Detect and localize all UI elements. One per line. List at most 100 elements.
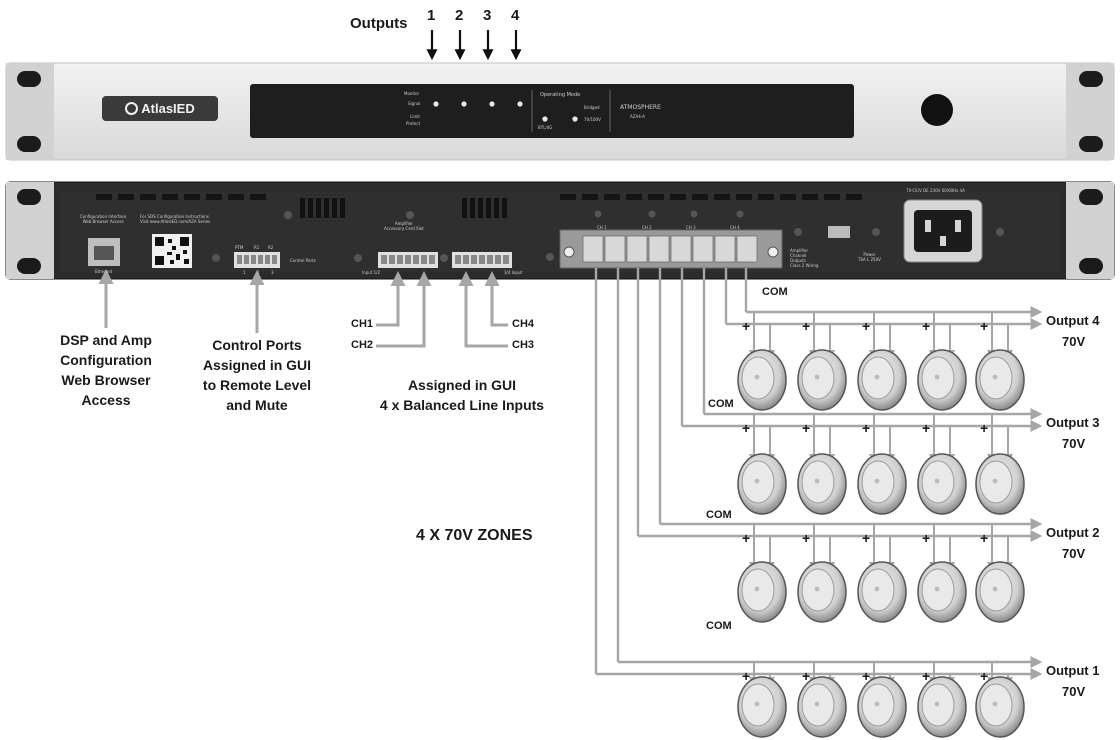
speaker-center	[934, 701, 940, 707]
speaker-plus-label: +	[862, 318, 871, 334]
ceiling-speaker	[917, 453, 967, 515]
speaker-center	[992, 478, 998, 484]
rear-pin-2: 2	[257, 270, 260, 275]
front-output-arrows	[426, 30, 522, 61]
ceiling-speaker	[917, 676, 967, 738]
ceiling-speaker	[797, 561, 847, 623]
speaker-center	[814, 478, 820, 484]
rear-control-ports-label: Control Ports	[290, 258, 316, 263]
front-output-number-2: 2	[455, 7, 464, 24]
zones-label: 4 X 70V ZONES	[416, 527, 533, 544]
speaker-plus-label: +	[742, 420, 751, 436]
zone-4-com-label: COM	[762, 286, 788, 298]
speaker-plus-label: +	[802, 668, 811, 684]
ceiling-speaker	[797, 676, 847, 738]
rear-input-left-label: Input 1/2	[362, 270, 381, 275]
speaker-plus-label: +	[980, 420, 989, 436]
speaker-center	[874, 701, 880, 707]
ch2-label: CH2	[351, 339, 374, 351]
rear-power-label: Power T6A L 250V	[858, 252, 881, 262]
speaker-center	[754, 586, 760, 592]
speaker-plus-label: +	[922, 530, 931, 546]
speaker-center	[934, 478, 940, 484]
rear-config-port-label: Configuration Interface Web Browser Acce…	[80, 214, 127, 224]
outputs-label: Outputs	[350, 15, 408, 32]
front-limit-label: Limit	[410, 114, 420, 119]
ceiling-speaker	[737, 453, 787, 515]
rear-qr-label: For SDS Configuration Instructions Visit…	[140, 214, 211, 224]
zone-3-com-label: COM	[708, 398, 734, 410]
speaker-plus-label: +	[742, 668, 751, 684]
rear-input-right-label: 3/4 Input	[504, 270, 523, 275]
rear-pin-r2: R2	[268, 245, 274, 250]
front-mode-b-label: Bridged	[584, 105, 600, 110]
ceiling-speaker	[857, 453, 907, 515]
front-panel	[5, 62, 1115, 161]
front-mode-c-label: 70/100V	[584, 117, 601, 122]
speaker-plus-label: +	[922, 318, 931, 334]
speaker-center	[814, 374, 820, 380]
front-mode-a-label: BTL/4G	[538, 125, 553, 130]
ceiling-speaker	[737, 676, 787, 738]
speaker-center	[934, 586, 940, 592]
speaker-center	[874, 374, 880, 380]
control-ports-annotation: Control Ports Assigned in GUI to Remote …	[202, 337, 312, 413]
ceiling-speaker	[917, 561, 967, 623]
rear-ethernet-label: Ethernet	[95, 269, 113, 274]
speaker-plus-label: +	[922, 668, 931, 684]
speaker-plus-label: +	[742, 530, 751, 546]
speaker-center	[934, 374, 940, 380]
ceiling-speaker	[857, 349, 907, 411]
rear-pin-ptm: PTM	[235, 245, 244, 250]
rear-ch1-label: CH 1	[597, 225, 607, 230]
ceiling-speaker	[975, 676, 1025, 738]
speaker-center	[992, 701, 998, 707]
brand-name: AtlasIED	[141, 101, 195, 116]
ch4-label: CH4	[512, 318, 535, 330]
front-monitor-label: Monitor	[404, 91, 420, 96]
rear-pin-3: 3	[271, 270, 274, 275]
zone-2-wiring	[636, 268, 1043, 572]
ceiling-speaker	[917, 349, 967, 411]
speaker-plus-label: +	[862, 420, 871, 436]
front-product-label: ATMOSPHERE	[620, 104, 661, 111]
front-operating-mode-label: Operating Mode	[540, 92, 581, 98]
ceiling-speaker	[797, 349, 847, 411]
zone-1-com-label: COM	[706, 620, 732, 632]
inputs-annotation: Assigned in GUI 4 x Balanced Line Inputs	[379, 377, 545, 413]
ceiling-speaker	[975, 349, 1025, 411]
zone-2-output-label: Output 2	[1046, 525, 1100, 540]
rear-top-label: TX-CE/V DE 230V 60/60Hz 4A	[906, 188, 965, 193]
front-signal-label: Signal	[408, 101, 421, 106]
zone-wiring	[594, 268, 1043, 687]
ceiling-speaker	[857, 676, 907, 738]
speaker-plus-label: +	[862, 668, 871, 684]
speaker-center	[814, 701, 820, 707]
zone-2-voltage-label: 70V	[1062, 546, 1086, 561]
speaker-plus-label: +	[742, 318, 751, 334]
zone-4-output-label: Output 4	[1046, 313, 1100, 328]
rear-pin-1: 1	[243, 270, 246, 275]
speaker-center	[754, 478, 760, 484]
zone-3-output-label: Output 3	[1046, 415, 1100, 430]
ceiling-speaker	[975, 453, 1025, 515]
speaker-plus-label: +	[802, 530, 811, 546]
speaker-plus-label: +	[862, 530, 871, 546]
brand-logo-icon	[125, 102, 139, 115]
brand-logo: AtlasIED	[106, 99, 214, 118]
speaker-center	[814, 586, 820, 592]
zone-2-com-label: COM	[706, 509, 732, 521]
front-model-label: AZA4-A	[630, 114, 645, 119]
speaker-center	[874, 478, 880, 484]
ch3-label: CH3	[512, 339, 535, 351]
speaker-plus-label: +	[802, 420, 811, 436]
ceiling-speaker	[797, 453, 847, 515]
speaker-array	[737, 349, 1025, 738]
zone-4-voltage-label: 70V	[1062, 334, 1086, 349]
speaker-plus-label: +	[980, 530, 989, 546]
zone-1-output-label: Output 1	[1046, 663, 1100, 678]
ch1-label: CH1	[351, 318, 374, 330]
dsp-annotation: DSP and Amp Configuration Web Browser Ac…	[60, 332, 152, 408]
ceiling-speaker	[975, 561, 1025, 623]
